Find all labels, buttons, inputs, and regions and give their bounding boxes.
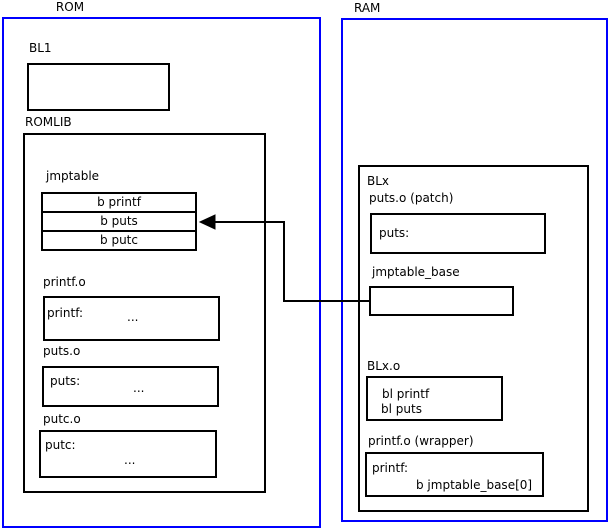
blx-label: BLx bbox=[367, 174, 390, 188]
blx-box bbox=[358, 165, 589, 512]
rom-region-label: ROM bbox=[55, 0, 85, 14]
puts-patch-box: puts: bbox=[370, 213, 546, 254]
printf-wrapper-box: printf: b jmptable_base[0] bbox=[365, 452, 544, 497]
blx-o-line-bl-printf: bl printf bbox=[382, 387, 430, 401]
ram-region-label: RAM bbox=[354, 1, 381, 15]
putc-o-label: putc.o bbox=[43, 412, 81, 426]
puts-patch-label: puts.o (patch) bbox=[369, 191, 454, 205]
printf-o-box: printf: ... bbox=[43, 296, 220, 341]
printf-wrapper-label: printf.o (wrapper) bbox=[368, 434, 474, 448]
blx-o-label: BLx.o bbox=[367, 359, 401, 373]
printf-wrapper-symbol: printf: bbox=[372, 461, 409, 475]
putc-ellipsis: ... bbox=[124, 453, 136, 467]
puts-ellipsis: ... bbox=[133, 381, 145, 395]
blx-o-box: bl printf bl puts bbox=[366, 376, 503, 421]
bl1-label: BL1 bbox=[29, 41, 52, 55]
romlib-label: ROMLIB bbox=[25, 115, 72, 129]
puts-o-label: puts.o bbox=[43, 344, 81, 358]
jmptable-base-label: jmptable_base bbox=[372, 265, 460, 279]
jmptable-row-b-putc: b putc bbox=[41, 230, 197, 251]
puts-o-box: puts: ... bbox=[42, 366, 219, 407]
jmptable-row-b-printf: b printf bbox=[41, 192, 197, 213]
jmptable-base-box bbox=[369, 286, 514, 316]
putc-o-box: putc: ... bbox=[39, 430, 217, 478]
putc-symbol: putc: bbox=[45, 438, 76, 452]
jmptable-row-b-puts: b puts bbox=[41, 211, 197, 232]
puts-symbol: puts: bbox=[50, 374, 81, 388]
bl1-box bbox=[27, 63, 170, 111]
blx-o-line-bl-puts: bl puts bbox=[381, 402, 422, 416]
printf-symbol: printf: bbox=[47, 306, 84, 320]
printf-ellipsis: ... bbox=[127, 310, 139, 324]
jmptable-box: b printf b puts b putc bbox=[41, 192, 197, 251]
puts-patch-symbol: puts: bbox=[379, 226, 410, 240]
printf-wrapper-body: b jmptable_base[0] bbox=[416, 478, 533, 492]
jmptable-label: jmptable bbox=[46, 169, 100, 183]
printf-o-label: printf.o bbox=[43, 275, 86, 289]
romlib-box bbox=[23, 133, 266, 493]
